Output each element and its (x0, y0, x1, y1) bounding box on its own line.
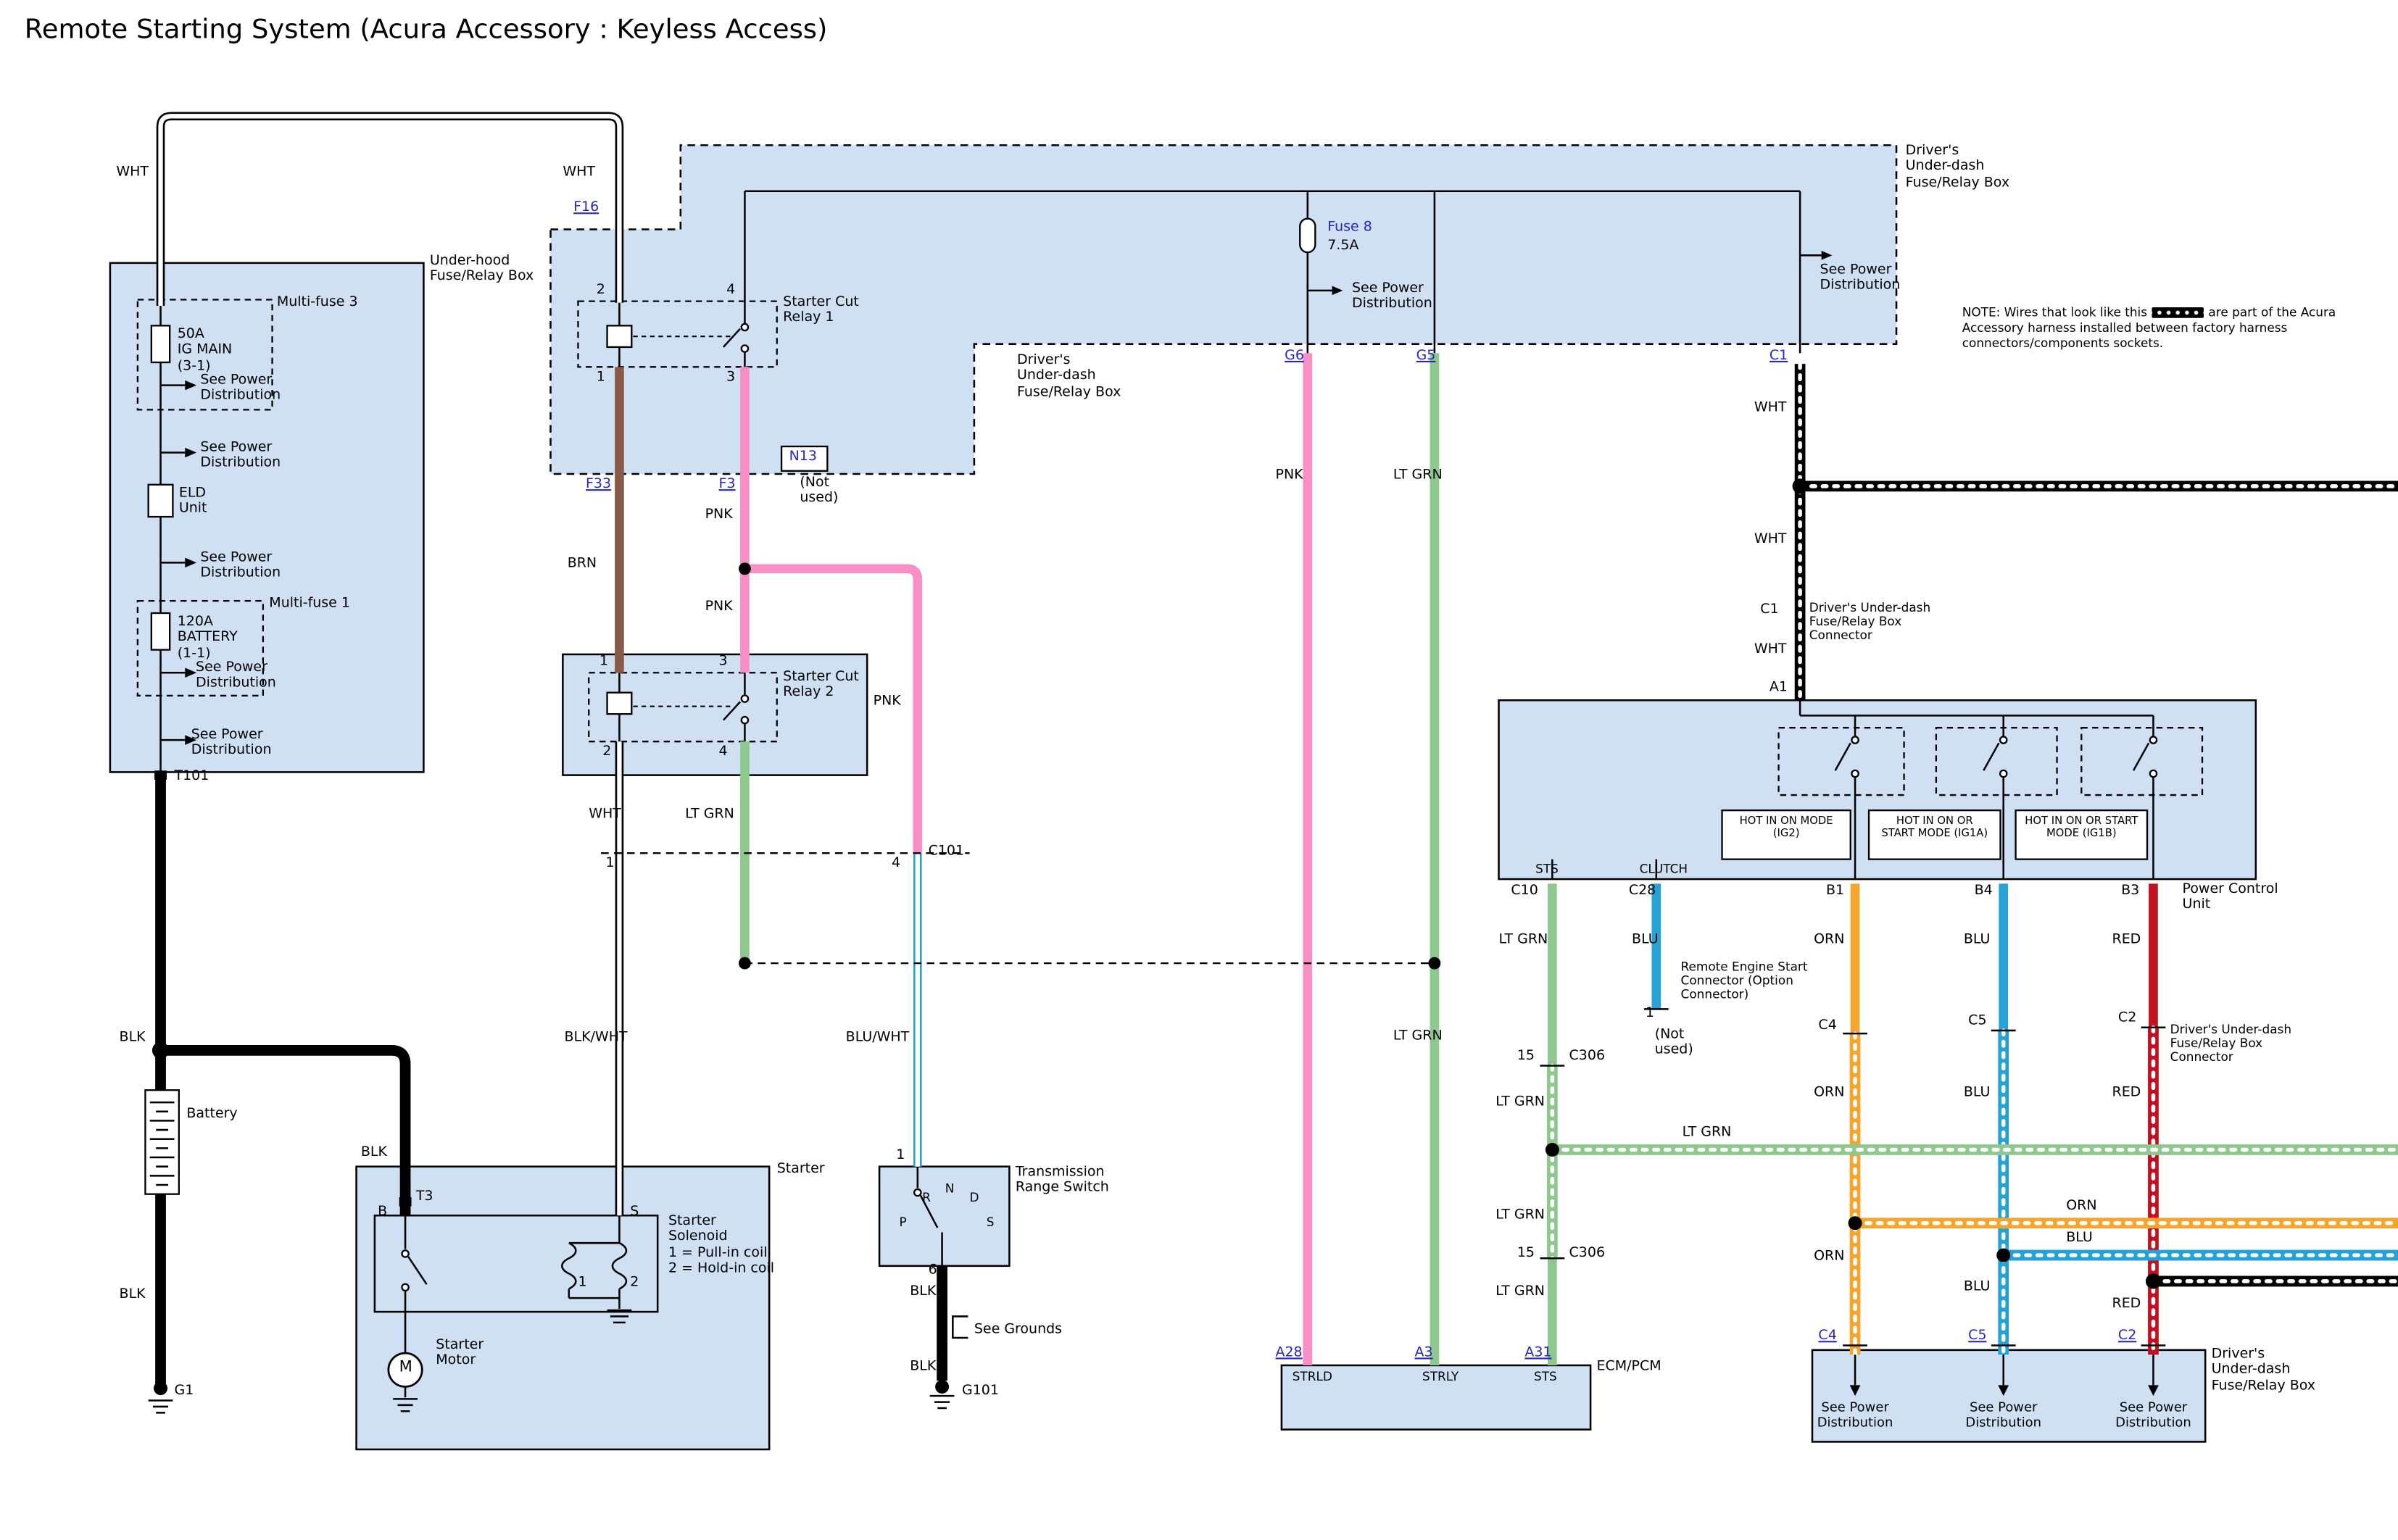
pcu-contact-3a (2149, 736, 2158, 744)
solenoid-contact-bottom (401, 1283, 410, 1292)
topbox-bus-wires (744, 190, 1822, 354)
junction-ltgrn-horiz (1545, 1143, 1559, 1157)
ground-g101-icon (929, 1394, 955, 1410)
branch-arrow-1 (185, 380, 197, 391)
drivers-underdash-fuse-relay-box-bottom (1811, 1349, 2207, 1443)
fuse-relay-boxes (109, 144, 2257, 1451)
junction-ltgrn-relay2 (738, 957, 751, 970)
starter-cut-relays (577, 191, 829, 743)
pcu-contact-3b (2149, 769, 2158, 778)
branch-arrow-2 (185, 447, 197, 458)
underdash-top-internals (744, 190, 1833, 354)
junction-orn-horiz (1848, 1216, 1862, 1231)
pcu-contact-1a (1851, 736, 1859, 744)
white-wires (156, 112, 624, 1216)
ground-g1-dot (154, 1381, 168, 1396)
hot-in-on-start-ig1a-box (1867, 809, 2001, 860)
relay1-contact-bottom (740, 344, 750, 353)
starter-cut-relay1-outline (577, 300, 778, 368)
wire-blk-starter-branch (160, 1044, 411, 1216)
pcu-bus-wires (1551, 700, 2154, 880)
motor-ground-icon (393, 1386, 418, 1412)
relay2-contact-top (740, 694, 750, 703)
drivers-underdash-fuse-relay-box-top (549, 144, 1898, 475)
junction-accessory-top (1792, 478, 1808, 494)
power-control-unit-internals (1551, 700, 2204, 880)
ecm-pcm-box (1280, 1364, 1592, 1431)
down-arrow-1 (1849, 1385, 1861, 1397)
bottom-power-distribution-arrows (1849, 1354, 2159, 1397)
branch-arrow-5 (185, 735, 197, 745)
junction-blu-horiz (1996, 1248, 2011, 1262)
relay2-contact-bottom (740, 715, 750, 725)
connector-ticks (1540, 1008, 2166, 1347)
junction-pnk (738, 562, 751, 575)
pull-in-coil-icon (561, 1242, 577, 1290)
ground-g1-icon (148, 1399, 173, 1414)
solenoid-wires (404, 1215, 621, 1354)
solenoid-ground-icon (607, 1309, 632, 1324)
relay2-coil-icon (606, 691, 633, 715)
wire-pnk-branch (744, 564, 923, 854)
pcu-contact-1b (1851, 769, 1859, 778)
hold-in-coil-icon (611, 1242, 628, 1290)
hot-in-on-mode-ig2-box (1721, 809, 1851, 860)
relay-switch-arms (722, 328, 742, 721)
junction-blk-horiz (2145, 1273, 2162, 1289)
eld-unit-icon (147, 483, 174, 518)
power-distribution-branches (160, 384, 186, 741)
arrow-lines-bottom (1854, 1354, 2154, 1386)
relay1-contact-top (740, 322, 750, 332)
pcu-contact-2a (1999, 736, 2008, 744)
branch-arrow-3 (185, 557, 197, 568)
transmission-range-switch-box (878, 1165, 1011, 1268)
pcu-relay-ig1b-outline (2080, 727, 2204, 796)
fuse8-branch-arrow (1332, 286, 1343, 296)
wire-wht-main-inner (158, 114, 622, 306)
battery-plates (149, 1101, 175, 1186)
multi-fuse-1-outline (136, 599, 265, 697)
colored-wires (615, 353, 2398, 1365)
n13-connector-box (780, 445, 829, 472)
junction-ltgrn-g5 (1428, 957, 1441, 970)
solenoid-contact-top (401, 1249, 410, 1258)
branch-arrow-4 (185, 667, 197, 678)
fuse8-icon (1299, 217, 1316, 254)
pcu-switch-arms (1834, 742, 2150, 771)
note-text-after: are part of the Acura Accessory harness … (1962, 305, 2336, 351)
see-grounds-bracket-icon (952, 1315, 968, 1339)
multi-fuse-3-outline (136, 299, 273, 411)
junction-blk-branch (152, 1041, 170, 1059)
battery-fuse-icon (150, 612, 171, 651)
pcu-contact-2b (1999, 769, 2008, 778)
black-wires (148, 772, 968, 1414)
dotted-wire-sample-icon (2152, 307, 2204, 318)
ground-g101-dot (935, 1380, 950, 1394)
starter-solenoid-outline (373, 1214, 659, 1313)
c1-branch-arrow (1821, 250, 1833, 260)
note-text-before: NOTE: Wires that look like this (1962, 305, 2148, 320)
hot-in-on-start-ig1b-box (2015, 809, 2149, 860)
trs-contact (913, 1188, 922, 1197)
underhood-internals (136, 299, 273, 780)
starter-box (355, 1165, 771, 1451)
relay1-coil-icon (606, 325, 633, 349)
down-arrow-2 (1998, 1385, 2009, 1397)
ig-main-fuse-icon (150, 325, 171, 364)
battery-icon (144, 1089, 180, 1195)
battery-symbol (144, 1089, 180, 1195)
trs-wires (916, 1166, 943, 1266)
junctions-and-connectors (601, 478, 2166, 1347)
pcu-relay-ig1a-outline (1935, 727, 2058, 796)
starter-motor-icon (387, 1352, 423, 1388)
relay-pin-wires (618, 191, 746, 742)
down-arrow-3 (2148, 1385, 2159, 1397)
trs-switch-arm (919, 1195, 939, 1228)
solenoid-switch-arm (407, 1256, 428, 1285)
transmission-range-switch-internals (913, 1166, 943, 1266)
